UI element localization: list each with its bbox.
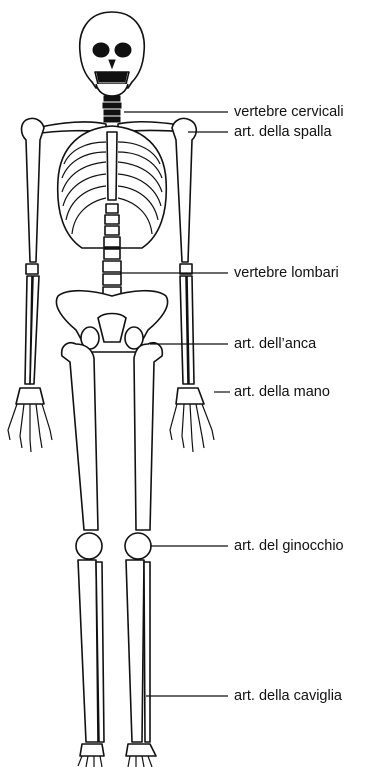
right-foot (126, 744, 156, 767)
label-lumbar-vertebrae: vertebre lombari (234, 265, 339, 281)
left-leg (62, 343, 104, 742)
left-arm (22, 118, 45, 384)
label-ankle-joint: art. della caviglia (234, 688, 342, 704)
left-foot (78, 744, 104, 767)
label-shoulder-joint: art. della spalla (234, 124, 332, 140)
label-hand-joint: art. della mano (234, 384, 330, 400)
cervical-vertebrae (103, 96, 121, 122)
label-cervical-vertebrae: vertebre cervicali (234, 104, 344, 120)
label-knee-joint: art. del ginocchio (234, 538, 344, 554)
skull (80, 12, 145, 96)
label-hip-joint: art. dell’anca (234, 336, 316, 352)
right-hand (170, 388, 214, 452)
spine (103, 204, 121, 298)
right-leg (125, 343, 162, 742)
left-hand (8, 388, 52, 452)
